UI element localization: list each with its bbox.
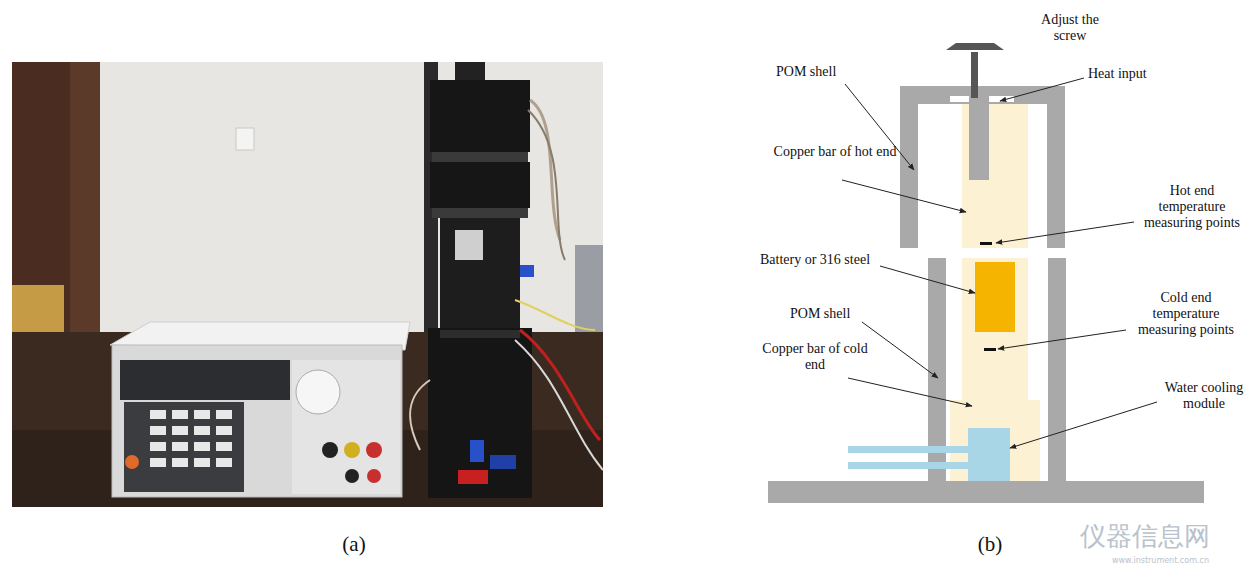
part-label: Cold end temperature measuring points — [1130, 290, 1242, 338]
photo — [12, 62, 603, 507]
part-label: POM shell — [790, 306, 850, 322]
panel-label: (a) — [334, 532, 374, 556]
watermark: 仪器信息网 — [1080, 522, 1210, 552]
part-label: Adjust the screw — [1028, 12, 1112, 44]
part-label: Battery or 316 steel — [760, 252, 870, 268]
panel-label: (b) — [970, 532, 1010, 556]
leader-lines — [842, 78, 1157, 448]
part-label: Copper bar of cold end — [760, 341, 870, 373]
watermark: www.instrument.com.cn — [1112, 556, 1209, 565]
schematic — [768, 43, 1204, 503]
part-label: Water cooling module — [1158, 380, 1250, 412]
part-label: Copper bar of hot end — [770, 144, 900, 160]
part-label: POM shell — [776, 64, 836, 80]
part-label: Heat input — [1088, 66, 1147, 82]
part-label: Hot end temperature measuring points — [1137, 183, 1247, 231]
